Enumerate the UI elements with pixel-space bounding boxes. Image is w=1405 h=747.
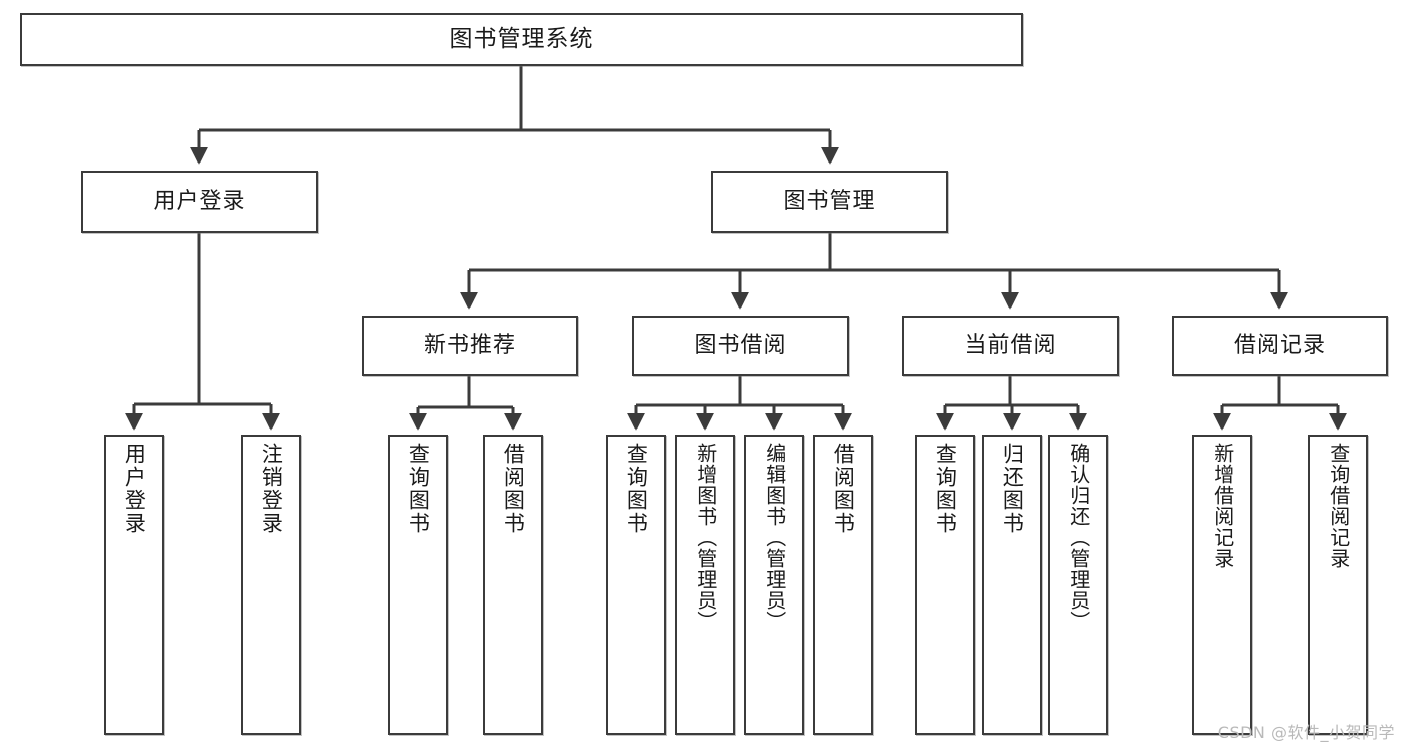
node-root[interactable]: 图书管理系统	[20, 13, 1023, 66]
node-leaf-query-book-1-label: 查询图书	[406, 443, 431, 535]
node-user-login-label: 用户登录	[153, 189, 246, 215]
watermark-text: CSDN @软件_小贺同学	[1217, 723, 1395, 742]
node-leaf-return-book-label: 归还图书	[1000, 443, 1025, 535]
node-leaf-query-book-3-label: 查询图书	[933, 443, 958, 535]
node-borrow-record[interactable]: 借阅记录	[1172, 316, 1388, 376]
node-leaf-query-book-2[interactable]: 查询图书	[606, 435, 666, 735]
node-leaf-add-record-label: 新增借阅记录	[1210, 443, 1235, 569]
node-leaf-add-book[interactable]: 新增图书（管理员）	[675, 435, 735, 735]
node-user-login[interactable]: 用户登录	[81, 171, 318, 233]
node-leaf-borrow-book-2-label: 借阅图书	[831, 443, 856, 535]
node-leaf-query-record[interactable]: 查询借阅记录	[1308, 435, 1368, 735]
node-leaf-return-book[interactable]: 归还图书	[982, 435, 1042, 735]
node-leaf-query-book-2-label: 查询图书	[624, 443, 649, 535]
node-new-book-recommend-label: 新书推荐	[423, 333, 516, 359]
node-leaf-user-login[interactable]: 用户登录	[104, 435, 164, 735]
node-leaf-query-book-1[interactable]: 查询图书	[388, 435, 448, 735]
node-leaf-query-record-label: 查询借阅记录	[1326, 443, 1351, 569]
node-leaf-borrow-book-2[interactable]: 借阅图书	[813, 435, 873, 735]
node-leaf-edit-book-label: 编辑图书（管理员）	[762, 443, 787, 632]
node-book-borrow-label: 图书借阅	[694, 333, 787, 359]
node-current-borrow-label: 当前借阅	[964, 333, 1057, 359]
node-leaf-edit-book[interactable]: 编辑图书（管理员）	[744, 435, 804, 735]
node-leaf-add-record[interactable]: 新增借阅记录	[1192, 435, 1252, 735]
node-leaf-confirm-return-label: 确认归还（管理员）	[1066, 443, 1091, 632]
node-current-borrow[interactable]: 当前借阅	[902, 316, 1119, 376]
node-book-management-label: 图书管理	[783, 189, 876, 215]
node-leaf-borrow-book-1-label: 借阅图书	[501, 443, 526, 535]
node-root-label: 图书管理系统	[449, 26, 594, 53]
node-leaf-borrow-book-1[interactable]: 借阅图书	[483, 435, 543, 735]
node-book-borrow[interactable]: 图书借阅	[632, 316, 849, 376]
node-leaf-add-book-label: 新增图书（管理员）	[693, 443, 718, 632]
node-borrow-record-label: 借阅记录	[1233, 333, 1326, 359]
node-book-management[interactable]: 图书管理	[711, 171, 948, 233]
node-new-book-recommend[interactable]: 新书推荐	[362, 316, 578, 376]
node-leaf-confirm-return[interactable]: 确认归还（管理员）	[1048, 435, 1108, 735]
node-leaf-logout-label: 注销登录	[259, 443, 284, 535]
node-leaf-query-book-3[interactable]: 查询图书	[915, 435, 975, 735]
node-leaf-logout[interactable]: 注销登录	[241, 435, 301, 735]
node-leaf-user-login-label: 用户登录	[122, 443, 147, 535]
